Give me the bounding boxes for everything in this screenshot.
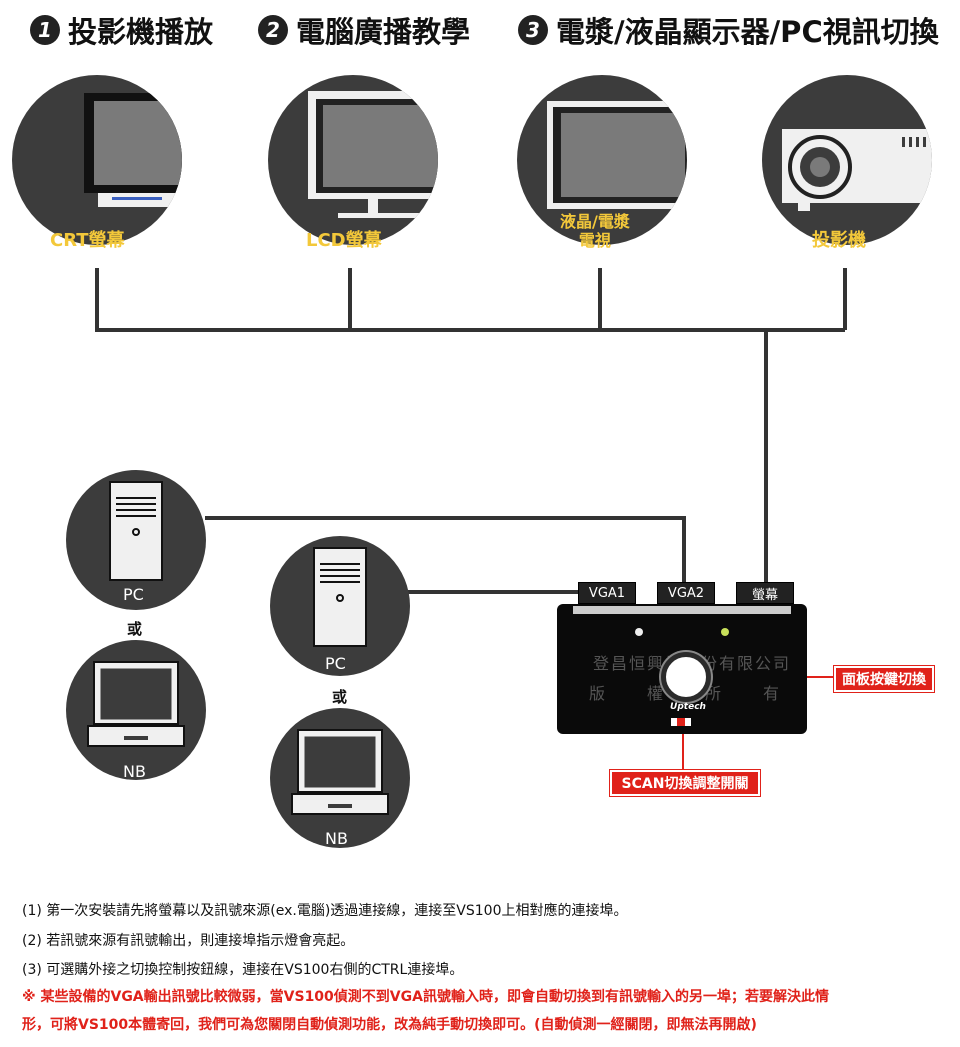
pc-label-2: PC: [325, 654, 346, 673]
header-title-2: 電腦廣播教學: [296, 15, 471, 49]
plasma-label-line2: 電視: [578, 231, 611, 250]
header-title-3: 電漿/液晶顯示器/PC視訊切換: [556, 15, 939, 49]
header-title-1: 投影機播放: [68, 15, 214, 49]
warning-line-2: 形，可將VS100本體寄回，我們可為您關閉自動偵測功能，改為純手動切換即可。(自…: [22, 1017, 757, 1033]
laptop-icon: [291, 729, 389, 815]
nb-label-1: NB: [123, 762, 146, 781]
nb-label-2: NB: [325, 829, 348, 848]
watermark-char-2: 權: [646, 684, 663, 703]
step-number-2: 2: [258, 15, 288, 45]
lcd-monitor-node: [268, 75, 438, 245]
nb-node-1: [66, 640, 206, 780]
pc-node-2: [270, 536, 410, 676]
header-computer-broadcast: 2 電腦廣播教學: [258, 10, 470, 50]
header-video-switching: 3 電漿/液晶顯示器/PC視訊切換: [518, 10, 939, 50]
or-label-1: 或: [127, 620, 143, 638]
header-projector-playback: 1 投影機播放: [30, 10, 213, 50]
crt-monitor-node: [12, 75, 182, 245]
scan-switch-callout: SCAN切換調整開關: [610, 770, 760, 796]
pc-label-1: PC: [123, 585, 144, 604]
panel-button-callout: 面板按鍵切換: [834, 666, 934, 692]
vga2-indicator-light: [721, 628, 729, 636]
port-vga1: VGA1: [578, 582, 636, 604]
vs100-switch-device: 登昌恒興業股份有限公司 版 權 所 有 Uptech: [557, 604, 807, 734]
plasma-label-line1: 液晶/電漿: [560, 212, 630, 231]
lcd-label: LCD螢幕: [306, 230, 382, 251]
step-number-1: 1: [30, 15, 60, 45]
vga1-indicator-light: [635, 628, 643, 636]
note-3: (3) 可選購外接之切換控制按鈕線，連接在VS100右側的CTRL連接埠。: [22, 962, 464, 978]
brand-logo: Uptech: [670, 702, 706, 712]
pc-tower-icon: [109, 481, 163, 581]
step-number-3: 3: [518, 15, 548, 45]
nb-node-2: [270, 708, 410, 848]
watermark-char-1: 版: [589, 684, 606, 703]
projector-label: 投影機: [812, 230, 866, 251]
note-1: (1) 第一次安裝請先將螢幕以及訊號來源(ex.電腦)透過連接線，連接至VS10…: [22, 903, 628, 919]
crt-monitor-icon: [84, 93, 182, 207]
laptop-icon: [87, 661, 185, 747]
pc-tower-icon: [313, 547, 367, 647]
crt-label: CRT螢幕: [50, 230, 125, 251]
watermark-char-4: 有: [762, 684, 779, 703]
scan-switch[interactable]: [671, 718, 691, 726]
pc-node-1: [66, 470, 206, 610]
plasma-tv-icon: [547, 101, 687, 209]
warning-line-1: ※ 某些設備的VGA輸出訊號比較微弱，當VS100偵測不到VGA訊號輸入時，即會…: [22, 989, 829, 1005]
watermark-char-3: 所: [704, 684, 721, 703]
port-monitor: 螢幕: [736, 582, 794, 604]
panel-switch-button[interactable]: [661, 652, 711, 702]
port-connectors: [573, 606, 791, 614]
or-label-2: 或: [332, 688, 348, 706]
projector-node: [762, 75, 932, 245]
projector-icon: [782, 129, 932, 211]
watermark-rights: 版 權 所 有: [589, 680, 779, 704]
port-vga2: VGA2: [657, 582, 715, 604]
note-2: (2) 若訊號來源有訊號輸出，則連接埠指示燈會亮起。: [22, 933, 355, 949]
plasma-tv-node: [517, 75, 687, 245]
plasma-label: 液晶/電漿 電視: [560, 212, 630, 250]
lcd-monitor-icon: [308, 91, 438, 218]
